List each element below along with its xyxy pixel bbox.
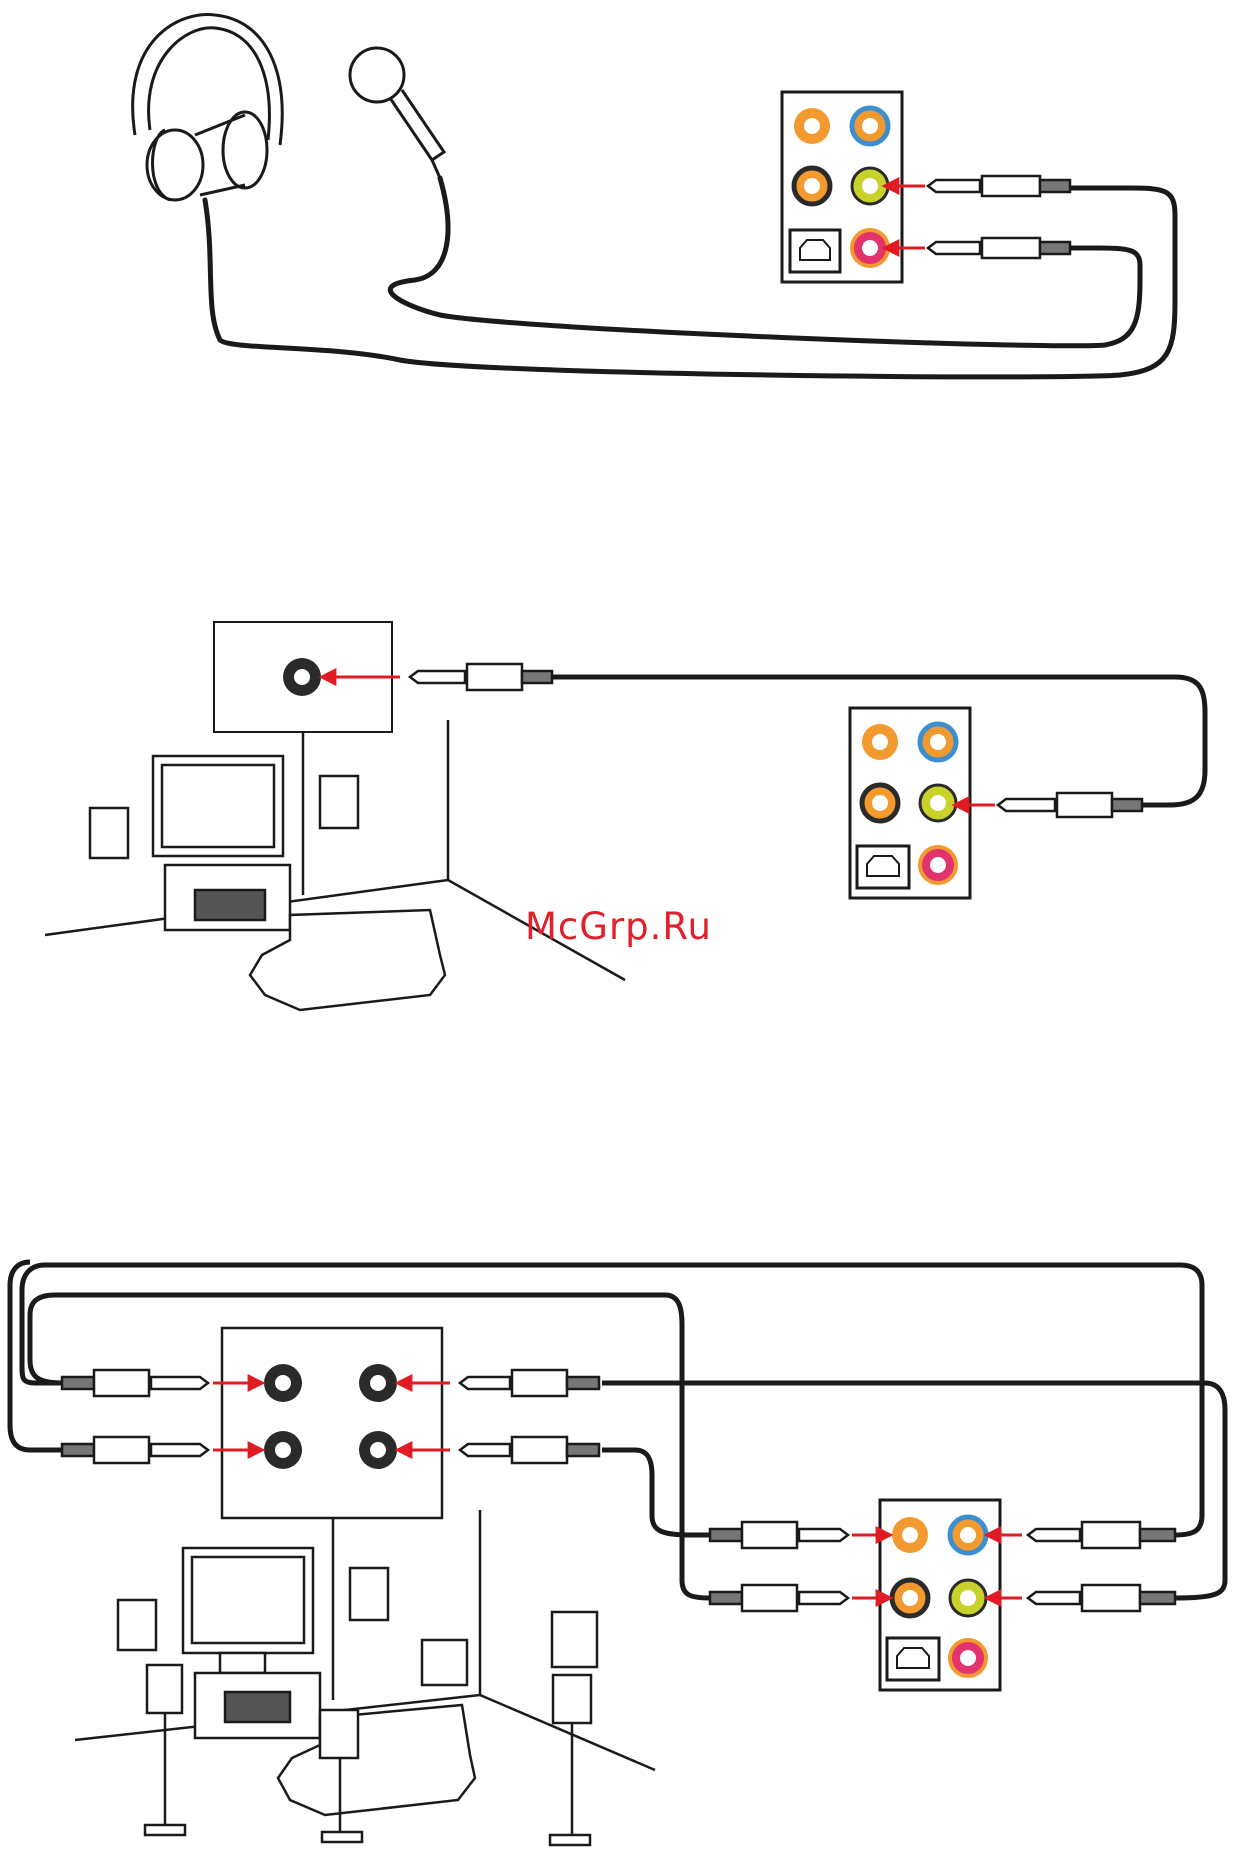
jack-orange-1 (794, 108, 830, 144)
jack-lime-2 (920, 785, 956, 821)
amp-jack-2 (359, 1364, 397, 1402)
stereo-panel (850, 708, 970, 898)
plug-2a (410, 664, 552, 690)
watermark: McGrp.Ru (525, 905, 712, 948)
optical-port-1 (790, 230, 840, 272)
headphone-mic-panel (782, 92, 902, 282)
jack-lime-3 (950, 1580, 986, 1616)
amp-jack-4 (359, 1431, 397, 1469)
plug-2b (998, 793, 1142, 817)
speaker-icon (147, 1665, 182, 1713)
jack-black-3 (892, 1580, 928, 1616)
speaker-icon (350, 1568, 388, 1620)
speaker-icon (552, 1612, 597, 1667)
jack-blue-3 (950, 1517, 986, 1553)
speaker-icon (320, 1710, 358, 1758)
plug-3g (1028, 1522, 1175, 1548)
jack-orange-3 (892, 1517, 928, 1553)
plug-3f (710, 1585, 848, 1611)
plug-3c (460, 1370, 599, 1396)
plug-3d (460, 1437, 599, 1463)
speaker-icon (422, 1640, 467, 1685)
stereo-input-jack (283, 658, 321, 696)
amplifier-icon (195, 890, 265, 920)
plug-3h (1028, 1585, 1175, 1611)
plug-3a (62, 1370, 208, 1396)
surround-panel (880, 1500, 1000, 1690)
headphones-icon (133, 14, 283, 200)
jack-lime-1 (852, 168, 888, 204)
speaker-icon (320, 776, 358, 828)
plug-1b (928, 238, 1070, 258)
jack-black-1 (794, 168, 830, 204)
microphone-icon (350, 48, 444, 178)
surround-amp-box (222, 1328, 442, 1518)
amp-jack-3 (264, 1431, 302, 1469)
speaker-icon (90, 808, 128, 858)
tv-icon (153, 756, 283, 856)
tv-icon (183, 1548, 313, 1653)
speaker-icon (553, 1675, 591, 1723)
amp-jack-1 (264, 1364, 302, 1402)
jack-pink-1 (852, 230, 888, 266)
room-scene-3 (75, 1510, 655, 1845)
section1-cables (205, 178, 1175, 377)
plug-3e (710, 1522, 848, 1548)
jack-blue-1 (852, 108, 888, 144)
speaker-icon (118, 1600, 156, 1650)
plug-3b (62, 1437, 208, 1463)
amplifier-icon (225, 1692, 290, 1722)
plug-1a (928, 176, 1070, 196)
